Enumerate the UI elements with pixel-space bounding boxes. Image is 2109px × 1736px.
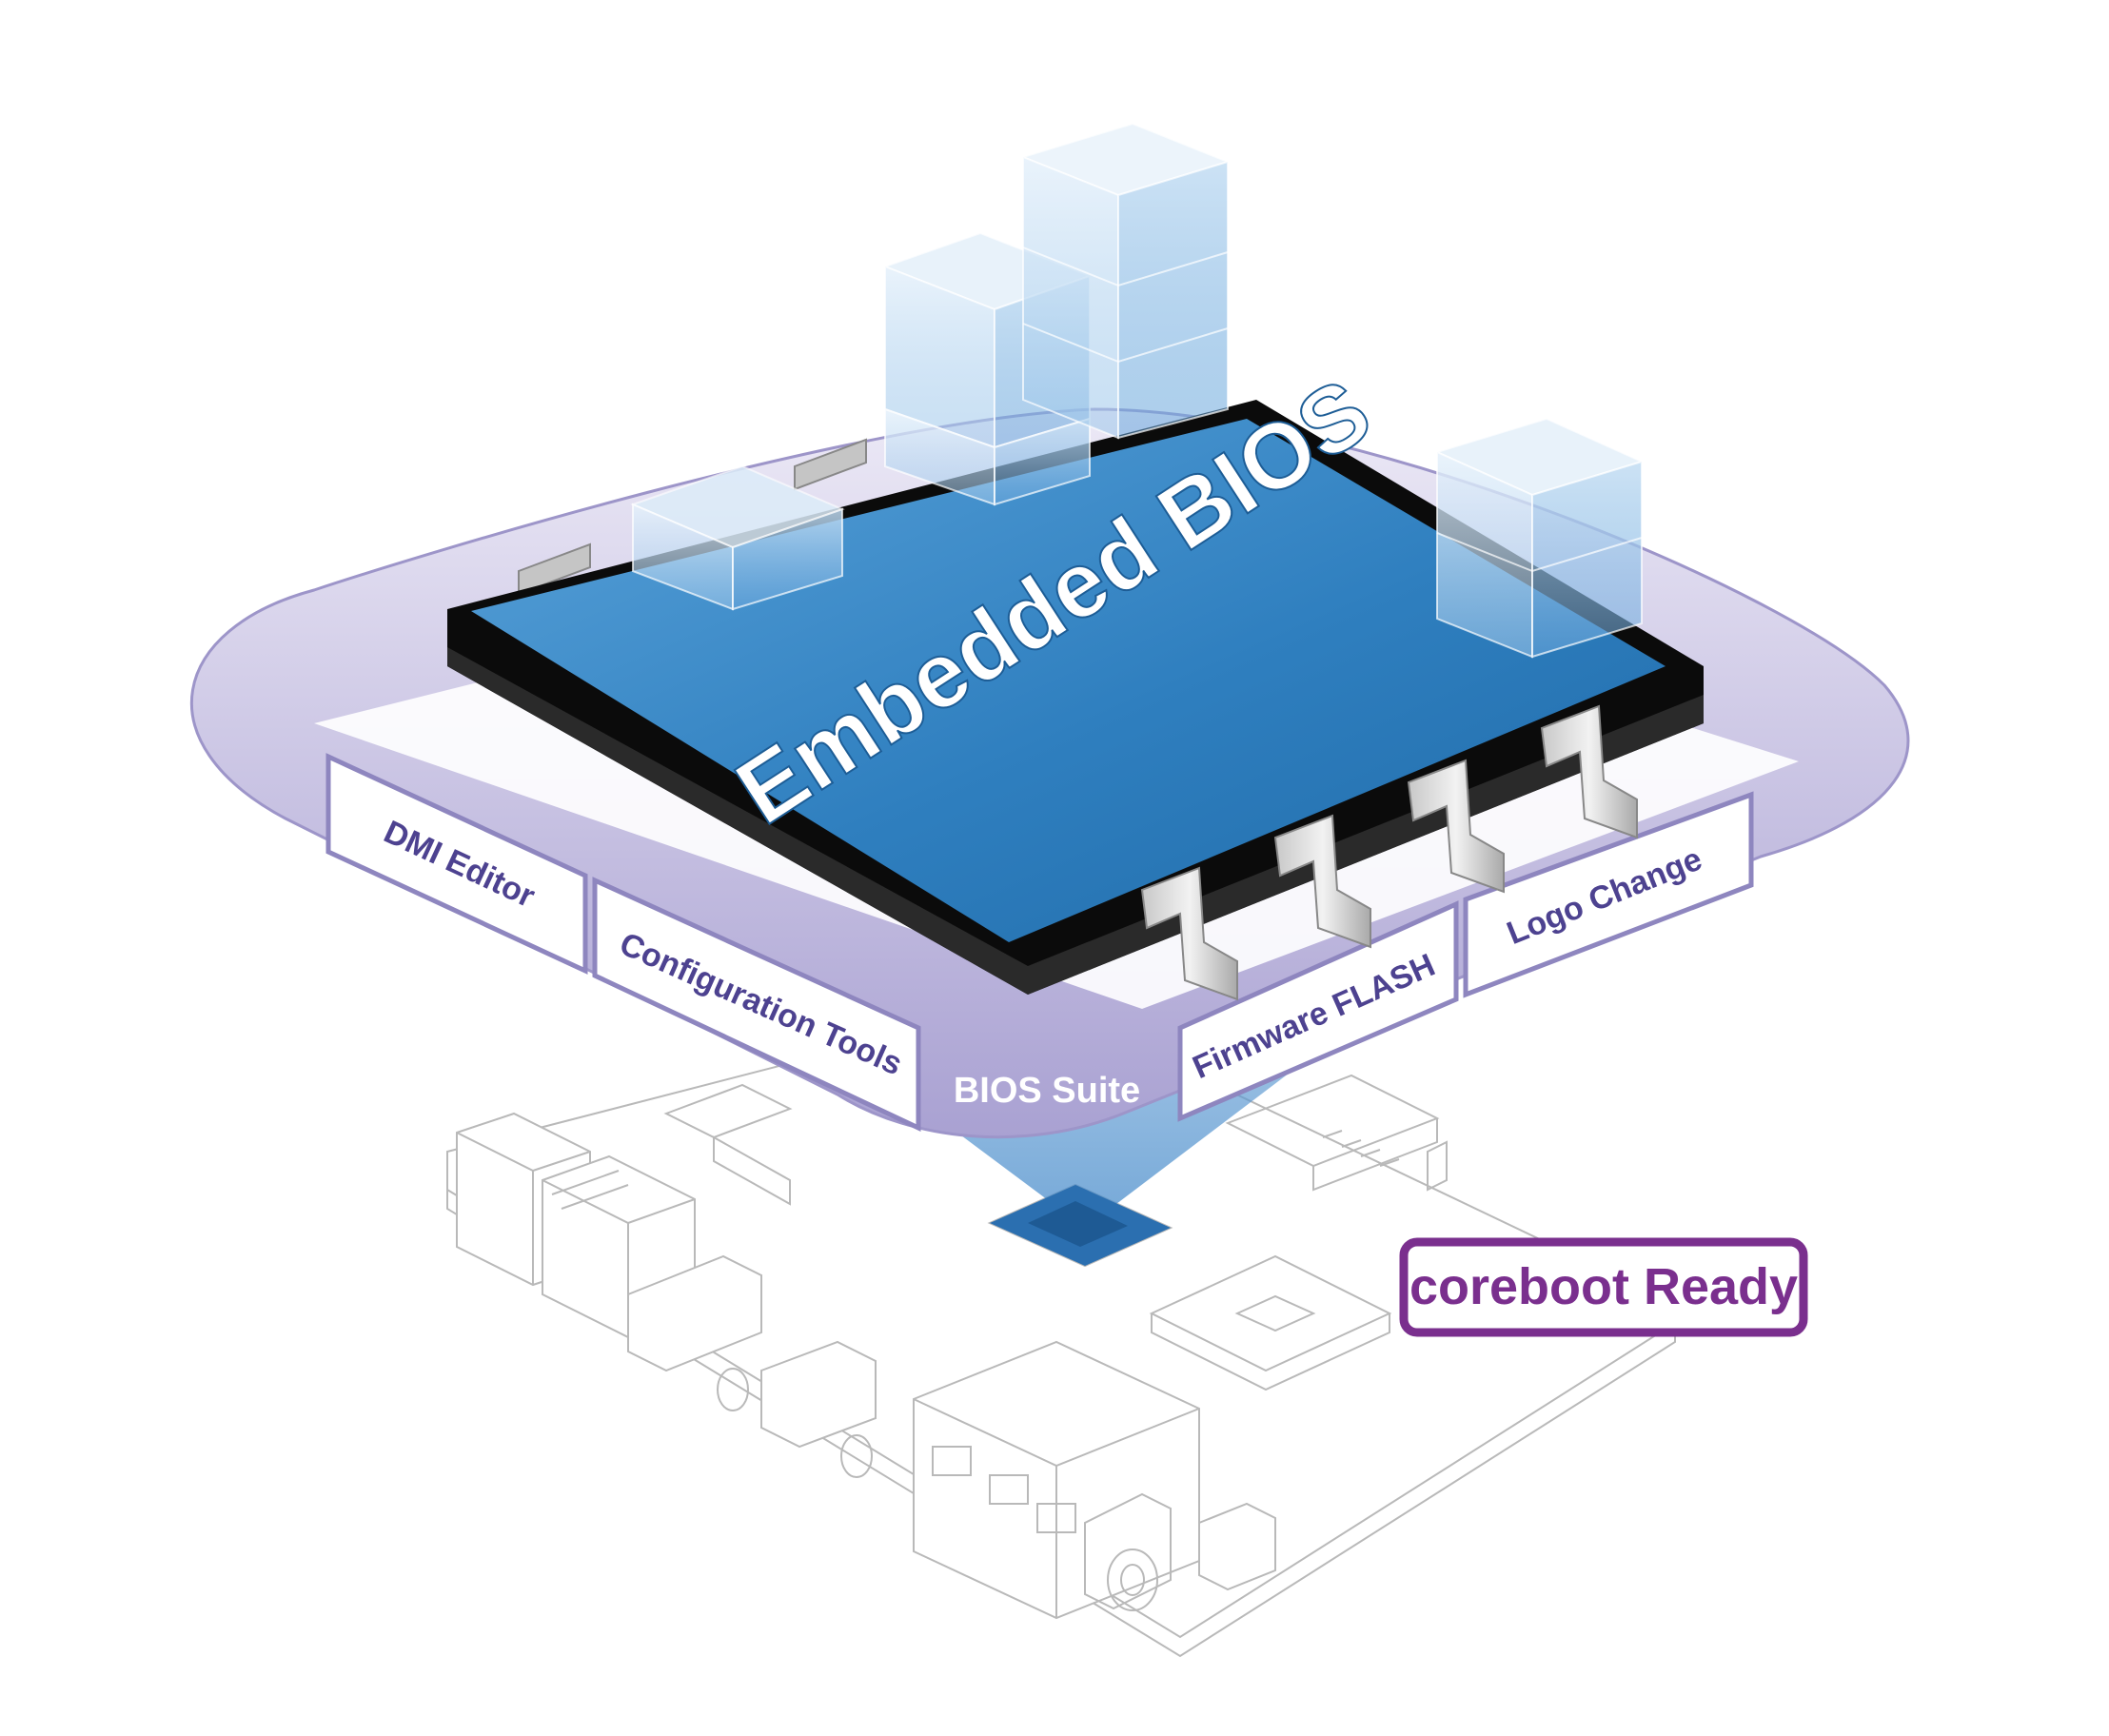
motherboard-wireframe-icon xyxy=(446,997,1676,1658)
coreboot-ready-badge: coreboot Ready xyxy=(1399,1237,1808,1337)
cube-tall xyxy=(1019,122,1232,440)
badge-label: coreboot Ready xyxy=(1409,1258,1798,1315)
data-cubes xyxy=(630,122,1645,659)
tool-panel-logo-change xyxy=(1463,791,1754,998)
cube-left xyxy=(630,464,845,611)
cube-right xyxy=(1434,417,1645,659)
tool-panel-dmi-editor xyxy=(325,753,588,975)
suite-label: BIOS Suite xyxy=(954,1071,1140,1111)
chip-pins xyxy=(1140,704,1638,1001)
tool-panel-configuration-tools xyxy=(592,877,921,1132)
